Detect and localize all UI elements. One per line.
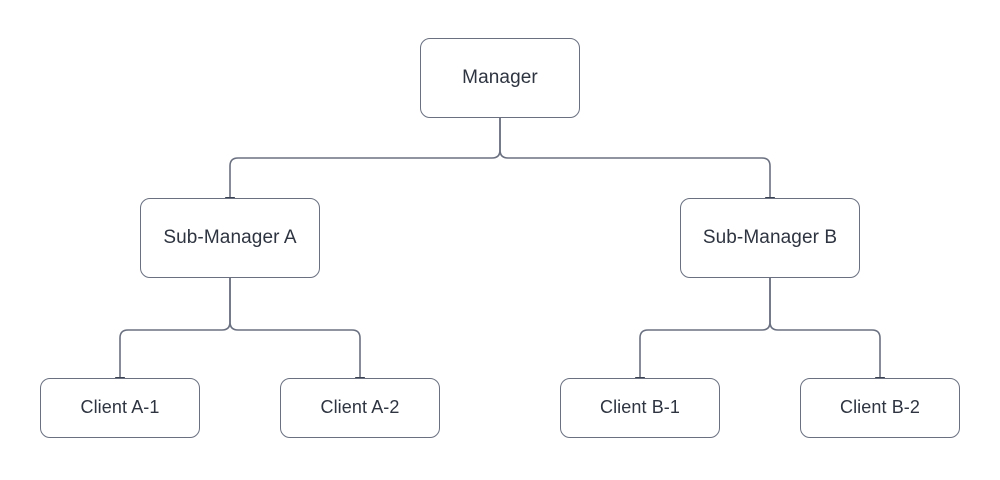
edge-manager-to-sub_b: [499, 118, 776, 208]
node-manager[interactable]: Manager: [420, 38, 580, 118]
edge-sub_a-to-client_a1: [114, 278, 231, 388]
node-label-sub_a: Sub-Manager A: [163, 226, 297, 248]
node-label-client_b1: Client B-1: [599, 397, 681, 418]
node-label-client_a2: Client A-2: [320, 397, 400, 418]
node-client_a2[interactable]: Client A-2: [280, 378, 440, 438]
node-label-sub_b: Sub-Manager B: [702, 226, 838, 248]
edge-sub_b-to-client_b2: [769, 278, 886, 388]
edge-sub_a-to-client_a2: [229, 278, 366, 388]
node-label-client_a1: Client A-1: [80, 397, 160, 418]
node-sub_b[interactable]: Sub-Manager B: [680, 198, 860, 278]
edge-sub_b-to-client_b1: [634, 278, 771, 388]
node-client_a1[interactable]: Client A-1: [40, 378, 200, 438]
node-client_b1[interactable]: Client B-1: [560, 378, 720, 438]
node-label-client_b2: Client B-2: [839, 397, 921, 418]
node-client_b2[interactable]: Client B-2: [800, 378, 960, 438]
node-label-manager: Manager: [462, 66, 538, 88]
node-sub_a[interactable]: Sub-Manager A: [140, 198, 320, 278]
edge-group: [114, 118, 886, 388]
edge-manager-to-sub_a: [224, 118, 501, 208]
